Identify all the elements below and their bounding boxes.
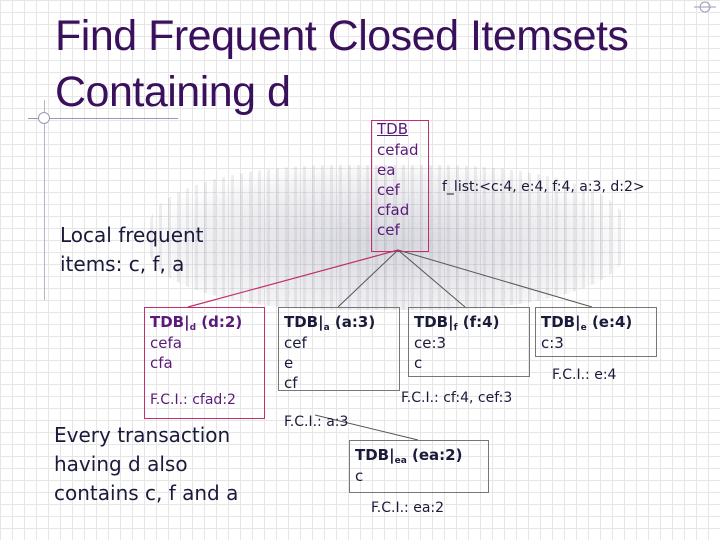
tdb-transactions: cefad ea cef cfad cef	[377, 140, 418, 240]
proj-f-items: ce:3 c	[414, 333, 446, 373]
proj-ea-box	[349, 440, 489, 493]
local-frequent-items: Local frequent items: c, f, a	[60, 223, 204, 276]
proj-e-box	[535, 307, 657, 357]
edge-a-to-ea	[314, 414, 419, 441]
proj-d-box	[144, 307, 265, 419]
proj-e-header: TDB|e (e:4)	[541, 313, 633, 333]
proj-f-header: TDB|f (f:4)	[414, 313, 500, 333]
transaction: cfad	[377, 201, 410, 219]
transaction: ea	[377, 161, 396, 179]
proj-e-items: c:3	[541, 333, 564, 353]
list-item: c	[414, 354, 423, 372]
transaction: cef	[377, 181, 400, 199]
proj-e-fci: F.C.I.: e:4	[552, 367, 617, 383]
list-item: c	[355, 467, 364, 485]
edge-tdb-to-f	[397, 249, 466, 308]
f-list: f_list:<c:4, e:4, f:4, a:3, d:2>	[442, 179, 645, 195]
page-title: Find Frequent Closed Itemsets Containing…	[55, 12, 629, 116]
edge-tdb-to-a	[337, 249, 399, 308]
edge-tdb-to-d	[187, 249, 399, 308]
proj-f-fci: F.C.I.: cf:4, cef:3	[401, 390, 513, 406]
proj-a-fci: F.C.I.: a:3	[284, 414, 349, 430]
list-item: cef	[284, 334, 307, 352]
transaction: cefad	[377, 141, 419, 159]
proj-a-header: TDB|a (a:3)	[284, 313, 376, 333]
transaction: cef	[377, 221, 400, 239]
background-photo	[150, 165, 625, 310]
proj-d-items: cefa cfa	[150, 333, 182, 373]
proj-ea-header: TDB|ea (ea:2)	[355, 446, 463, 466]
list-item: cfa	[150, 354, 173, 372]
list-item: c:3	[541, 334, 564, 352]
list-item: cf	[284, 374, 298, 392]
list-item: e	[284, 354, 294, 372]
proj-ea-items: c	[355, 466, 363, 486]
edge-tdb-to-e	[397, 249, 593, 308]
proj-f-box	[408, 307, 530, 377]
note-text: Every transaction having d also contains…	[54, 423, 239, 505]
rule-knob-icon	[38, 112, 50, 124]
title-rule-vertical	[44, 100, 45, 300]
corner-mark-icon	[694, 1, 716, 13]
title-rule-horizontal	[28, 118, 178, 119]
tdb-box	[371, 120, 429, 252]
proj-d-fci: F.C.I.: cfad:2	[150, 392, 236, 408]
list-item: cefa	[150, 334, 182, 352]
proj-d-header: TDB|d (d:2)	[150, 313, 243, 333]
proj-ea-fci: F.C.I.: ea:2	[371, 500, 445, 516]
proj-a-box	[278, 307, 400, 391]
proj-a-items: cef e cf	[284, 333, 307, 393]
list-item: ce:3	[414, 334, 447, 352]
tdb-header: TDB	[377, 120, 409, 138]
